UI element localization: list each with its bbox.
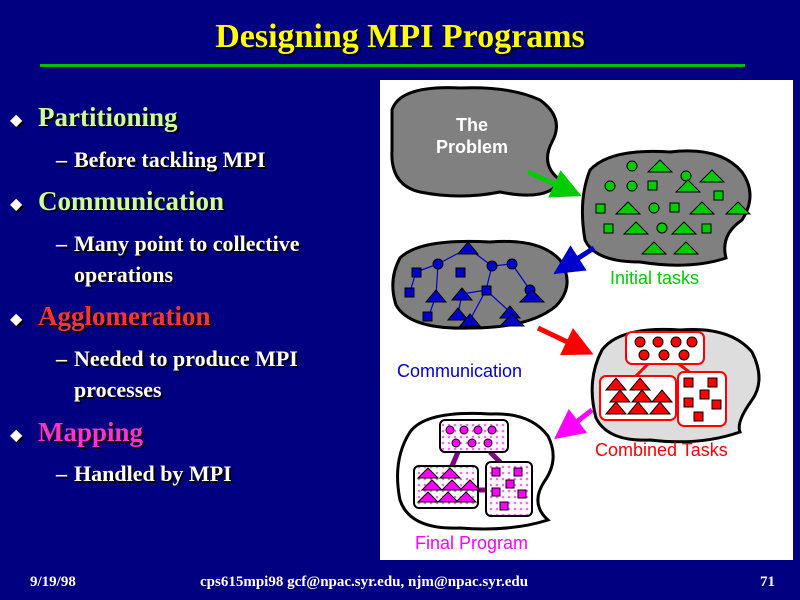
final-group-top (445, 425, 497, 448)
arrow-green (526, 169, 582, 198)
sub-bullet-text: Needed to produce MPI (74, 346, 298, 371)
label-problem-line1: The (456, 115, 489, 135)
label-final-program: Final Program (415, 533, 529, 553)
sub-bullet: – Handled by MPI (56, 458, 374, 489)
label-the-problem: The Problem (436, 114, 508, 158)
communication-blob (391, 239, 569, 330)
footer-date: 9/19/98 (30, 574, 76, 590)
bullet-partitioning: ◆ Partitioning (10, 102, 178, 133)
footer-course: cps615mpi98 gcf@npac.syr.edu, njm@npac.s… (200, 574, 529, 590)
bullet-text: Partitioning (38, 102, 178, 132)
bullet-text: Communication (38, 186, 225, 216)
footer-page-number: 71 (760, 574, 775, 590)
label-combined-tasks: Combined Tasks (595, 440, 728, 460)
sub-bullet: – Needed to produce MPI processes (56, 343, 374, 405)
dash-icon: – (56, 231, 67, 256)
label-communication: Communication (397, 361, 523, 381)
sub-bullet: – Before tackling MPI (56, 144, 374, 175)
combined-group-left (604, 377, 674, 415)
bullet-text: Agglomeration (38, 301, 211, 331)
label-problem-line2: Problem (436, 137, 509, 157)
diamond-bullet-icon: ◆ (10, 196, 23, 213)
communication-shapes (404, 241, 546, 327)
diamond-bullet-icon: ◆ (10, 311, 23, 328)
bullet-agglomeration: ◆ Agglomeration (10, 301, 211, 332)
sub-bullet-text: operations (74, 262, 173, 287)
title-underline (40, 64, 745, 67)
mpi-design-diagram: The Problem Initial tasks Communication … (380, 80, 793, 560)
final-group-left (416, 467, 482, 503)
diamond-bullet-icon: ◆ (10, 427, 23, 444)
problem-blob (390, 86, 562, 198)
initial-tasks-shapes (595, 159, 752, 255)
sub-bullet-text: Handled by MPI (74, 461, 232, 486)
sub-bullet-text: processes (74, 377, 162, 402)
label-initial-tasks: Initial tasks (610, 268, 700, 288)
arrow-blue (553, 245, 596, 275)
sub-bullet-text: Before tackling MPI (74, 147, 266, 172)
diamond-bullet-icon: ◆ (10, 112, 23, 129)
diagram-svg (390, 86, 761, 531)
sub-bullet: – Many point to collective operations (56, 228, 374, 290)
slide-title: Designing MPI Programs (215, 18, 585, 55)
combined-group-top (634, 336, 698, 361)
dash-icon: – (56, 461, 67, 486)
bullet-list: ◆ Partitioning – Before tackling MPI ◆ C… (0, 0, 380, 560)
arrow-magenta (554, 408, 594, 440)
combined-group-right (683, 377, 722, 422)
dash-icon: – (56, 346, 67, 371)
arrow-red (536, 325, 594, 356)
sub-bullet-text: Many point to collective (74, 231, 300, 256)
bullet-mapping: ◆ Mapping (10, 417, 144, 448)
bullet-text: Mapping (38, 417, 144, 447)
final-group-right (491, 467, 527, 511)
bullet-communication: ◆ Communication (10, 186, 225, 217)
dash-icon: – (56, 147, 67, 172)
